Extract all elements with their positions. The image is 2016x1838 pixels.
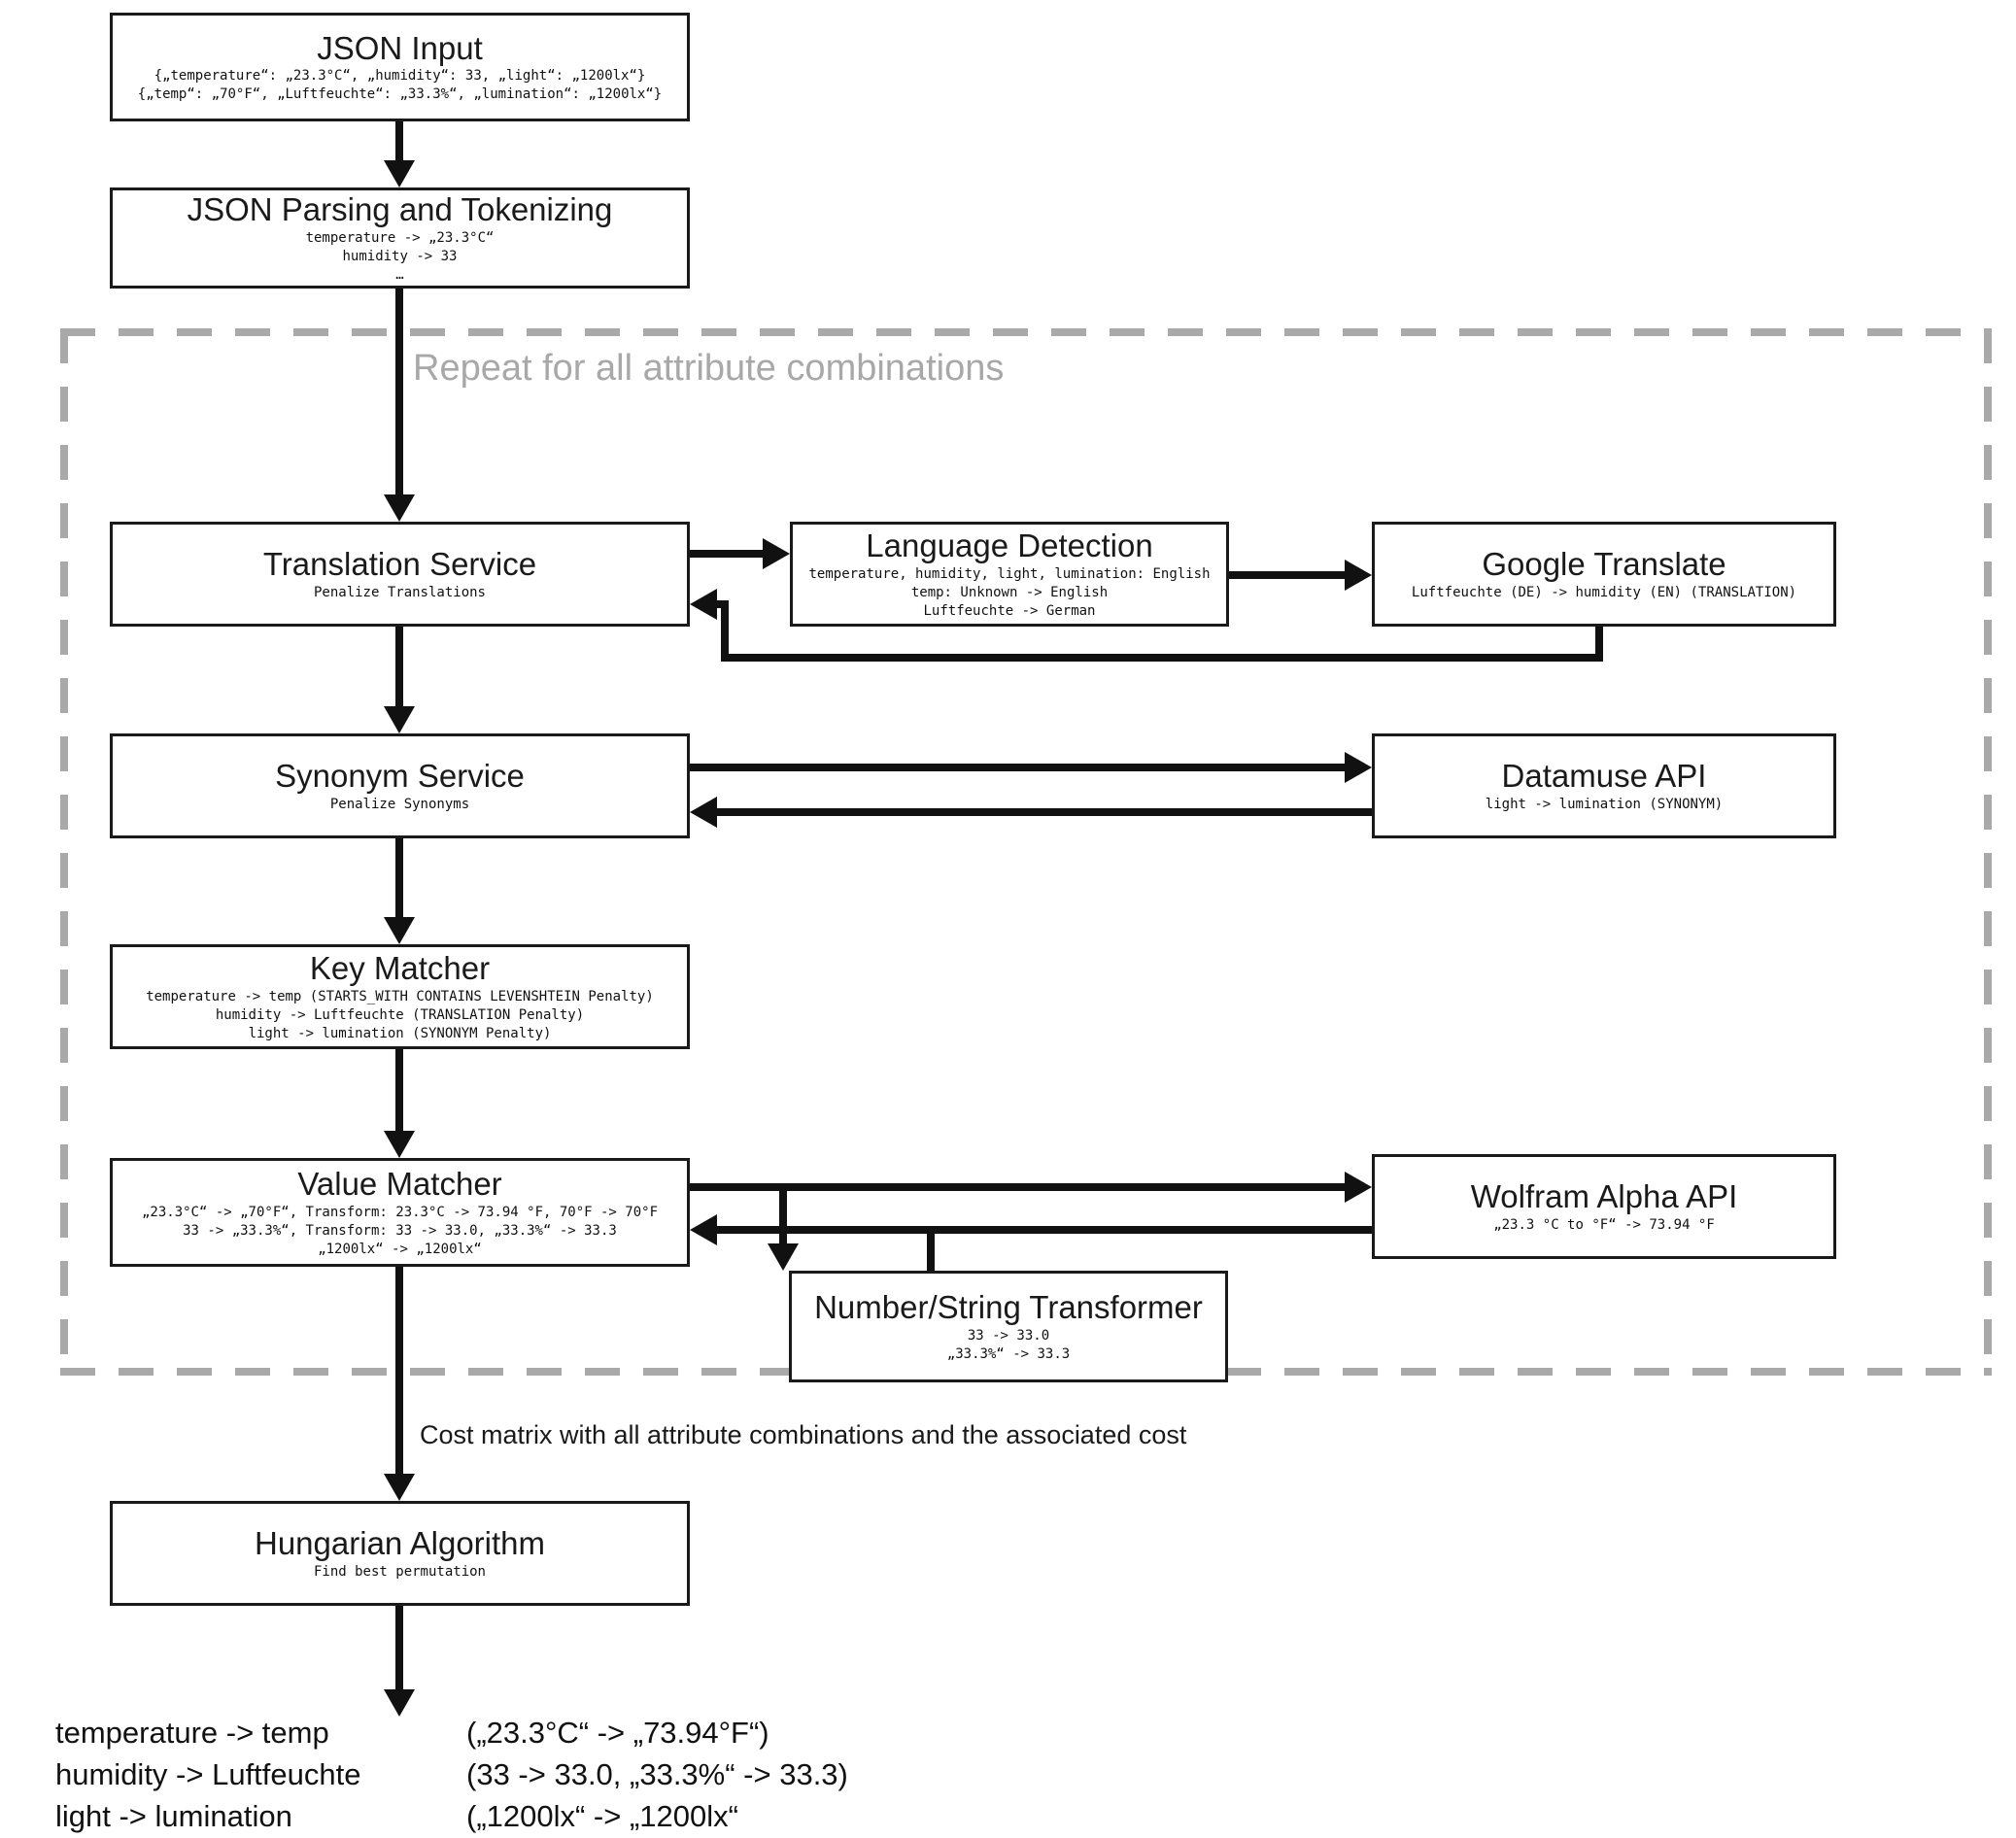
arrowhead-left [690,797,717,828]
translation-service-line-1: Penalize Translations [313,584,486,600]
key-matcher-box: Key Matcher temperature -> temp (STARTS_… [110,944,690,1049]
wolfram-alpha-line-1: „23.3 °C to °F“ -> 73.94 °F [1493,1216,1715,1233]
synonym-service-title: Synonym Service [275,758,525,795]
arrow-shaft [395,1267,403,1476]
connector-segment [927,1226,935,1271]
language-detection-line-3: Luftfeuchte -> German [923,602,1096,619]
arrow-shaft [395,289,403,496]
json-input-line-1: {„temperature“: „23.3°C“, „humidity“: 33… [154,68,646,85]
result-values: („23.3°C“ -> „73.94°F“) [466,1716,769,1750]
json-parsing-line-3: … [395,266,404,283]
language-detection-box: Language Detection temperature, humidity… [790,522,1229,627]
result-mapping: temperature -> temp [55,1716,329,1750]
arrowhead-down [384,1689,415,1717]
cost-matrix-label: Cost matrix with all attribute combinati… [420,1420,1187,1449]
value-matcher-line-3: „1200lx“ -> „1200lx“ [318,1241,482,1257]
arrowhead-down [384,494,415,522]
arrowhead-down [384,160,415,187]
datamuse-api-title: Datamuse API [1501,758,1707,795]
key-matcher-line-2: humidity -> Luftfeuchte (TRANSLATION Pen… [215,1006,585,1023]
arrowhead-right [1345,752,1372,783]
arrowhead-down [384,1131,415,1158]
value-matcher-line-2: 33 -> „33.3%“, Transform: 33 -> 33.0, „3… [183,1222,617,1239]
number-string-transformer-title: Number/String Transformer [814,1289,1203,1326]
result-row: humidity -> Luftfeuchte (33 -> 33.0, „33… [55,1753,848,1795]
json-input-line-2: {„temp“: „70°F“, „Luftfeuchte“: „33.3%“,… [137,86,663,103]
arrow-shaft [395,627,403,708]
key-matcher-title: Key Matcher [309,950,491,987]
arrow-shaft [715,808,1372,816]
hungarian-algorithm-line-1: Find best permutation [313,1563,486,1580]
number-string-transformer-box: Number/String Transformer 33 -> 33.0 „33… [789,1271,1228,1382]
datamuse-api-box: Datamuse API light -> lumination (SYNONY… [1372,733,1836,838]
repeat-region-label: Repeat for all attribute combinations [413,348,1005,389]
datamuse-api-line-1: light -> lumination (SYNONYM) [1485,796,1724,812]
wolfram-alpha-box: Wolfram Alpha API „23.3 °C to °F“ -> 73.… [1372,1154,1836,1259]
synonym-service-line-1: Penalize Synonyms [329,796,470,812]
hungarian-algorithm-title: Hungarian Algorithm [255,1525,545,1562]
google-translate-box: Google Translate Luftfeuchte (DE) -> hum… [1372,522,1836,627]
hungarian-algorithm-box: Hungarian Algorithm Find best permutatio… [110,1501,690,1606]
language-detection-line-1: temperature, humidity, light, lumination… [808,565,1211,582]
language-detection-line-2: temp: Unknown -> English [910,584,1109,600]
arrow-shaft [1229,571,1347,579]
result-row: temperature -> temp („23.3°C“ -> „73.94°… [55,1712,848,1753]
key-matcher-line-1: temperature -> temp (STARTS_WITH CONTAIN… [146,988,654,1004]
language-detection-title: Language Detection [866,528,1153,564]
arrow-shaft [715,1226,1372,1234]
key-matcher-line-3: light -> lumination (SYNONYM Penalty) [248,1025,552,1041]
connector-segment [1595,627,1603,662]
arrow-shaft [395,1049,403,1133]
result-values: („1200lx“ -> „1200lx“ [466,1799,738,1833]
arrowhead-right [1345,1172,1372,1203]
arrowhead-right [1345,560,1372,591]
wolfram-alpha-title: Wolfram Alpha API [1470,1178,1738,1215]
value-matcher-line-1: „23.3°C“ -> „70°F“, Transform: 23.3°C ->… [141,1204,658,1220]
arrow-shaft [395,838,403,919]
repeat-region-border-left [60,328,68,1376]
json-input-title: JSON Input [317,29,483,66]
arrowhead-down [384,706,415,733]
result-values: (33 -> 33.0, „33.3%“ -> 33.3) [466,1757,848,1791]
arrow-shaft [779,1183,787,1245]
connector-segment [713,600,729,608]
arrow-shaft [690,764,1347,771]
json-parsing-line-1: temperature -> „23.3°C“ [305,229,495,246]
arrowhead-down [384,1474,415,1501]
value-matcher-title: Value Matcher [297,1166,502,1203]
arrowhead-right [763,538,790,569]
arrowhead-left [690,1214,717,1245]
arrowhead-left [690,589,717,620]
arrowhead-down [384,917,415,944]
synonym-service-box: Synonym Service Penalize Synonyms [110,733,690,838]
result-mapping: light -> lumination [55,1799,292,1833]
repeat-region-border-right [1984,328,1992,1376]
result-row: light -> lumination („1200lx“ -> „1200lx… [55,1795,848,1837]
connector-segment [721,602,729,662]
google-translate-line-1: Luftfeuchte (DE) -> humidity (EN) (TRANS… [1411,584,1797,600]
arrow-shaft [690,1183,1347,1191]
json-input-box: JSON Input {„temperature“: „23.3°C“, „hu… [110,13,690,121]
json-parsing-box: JSON Parsing and Tokenizing temperature … [110,187,690,289]
google-translate-title: Google Translate [1482,546,1726,583]
repeat-region-border-top [60,328,1992,336]
arrow-shaft [395,1606,403,1691]
json-parsing-title: JSON Parsing and Tokenizing [187,191,613,228]
translation-service-box: Translation Service Penalize Translation… [110,522,690,627]
json-parsing-line-2: humidity -> 33 [342,248,458,264]
arrow-shaft [690,550,766,558]
number-string-transformer-line-1: 33 -> 33.0 [967,1327,1050,1344]
connector-segment [721,654,1603,662]
number-string-transformer-line-2: „33.3%“ -> 33.3 [946,1345,1071,1362]
result-mapping: humidity -> Luftfeuchte [55,1757,361,1791]
final-mapping-results: temperature -> temp („23.3°C“ -> „73.94°… [55,1712,848,1837]
arrowhead-down [768,1243,799,1271]
value-matcher-box: Value Matcher „23.3°C“ -> „70°F“, Transf… [110,1158,690,1267]
translation-service-title: Translation Service [262,546,537,583]
arrow-shaft [395,121,403,162]
